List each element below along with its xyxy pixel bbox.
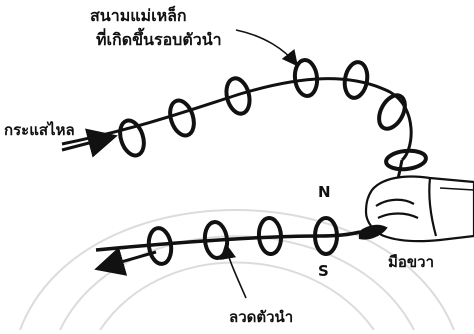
- current-arrow-out: [94, 246, 157, 276]
- conductor-wire: [61, 77, 413, 162]
- north-pole-label: N: [318, 183, 331, 201]
- magnetic-field-label: สนามแม่เหล็ก: [90, 6, 187, 25]
- current-arrow-in: [61, 128, 118, 158]
- conductor-label: ลวดตัวนำ: [229, 308, 294, 326]
- right-hand-icon: [358, 175, 474, 243]
- field-leader-arrow: [235, 29, 298, 67]
- magnetic-field-sublabel: ที่เกิดขึ้นรอบตัวนำ: [96, 30, 222, 49]
- south-pole-label: S: [318, 262, 329, 280]
- right-hand-label: มือขวา: [388, 253, 434, 271]
- magnetic-field-ring-icon: [146, 216, 339, 266]
- watermark: [19, 209, 455, 331]
- conductor-leader-arrow: [220, 242, 247, 299]
- magnetic-field-ring-icon: [118, 58, 428, 172]
- current-label: กระแสไหล: [4, 121, 75, 139]
